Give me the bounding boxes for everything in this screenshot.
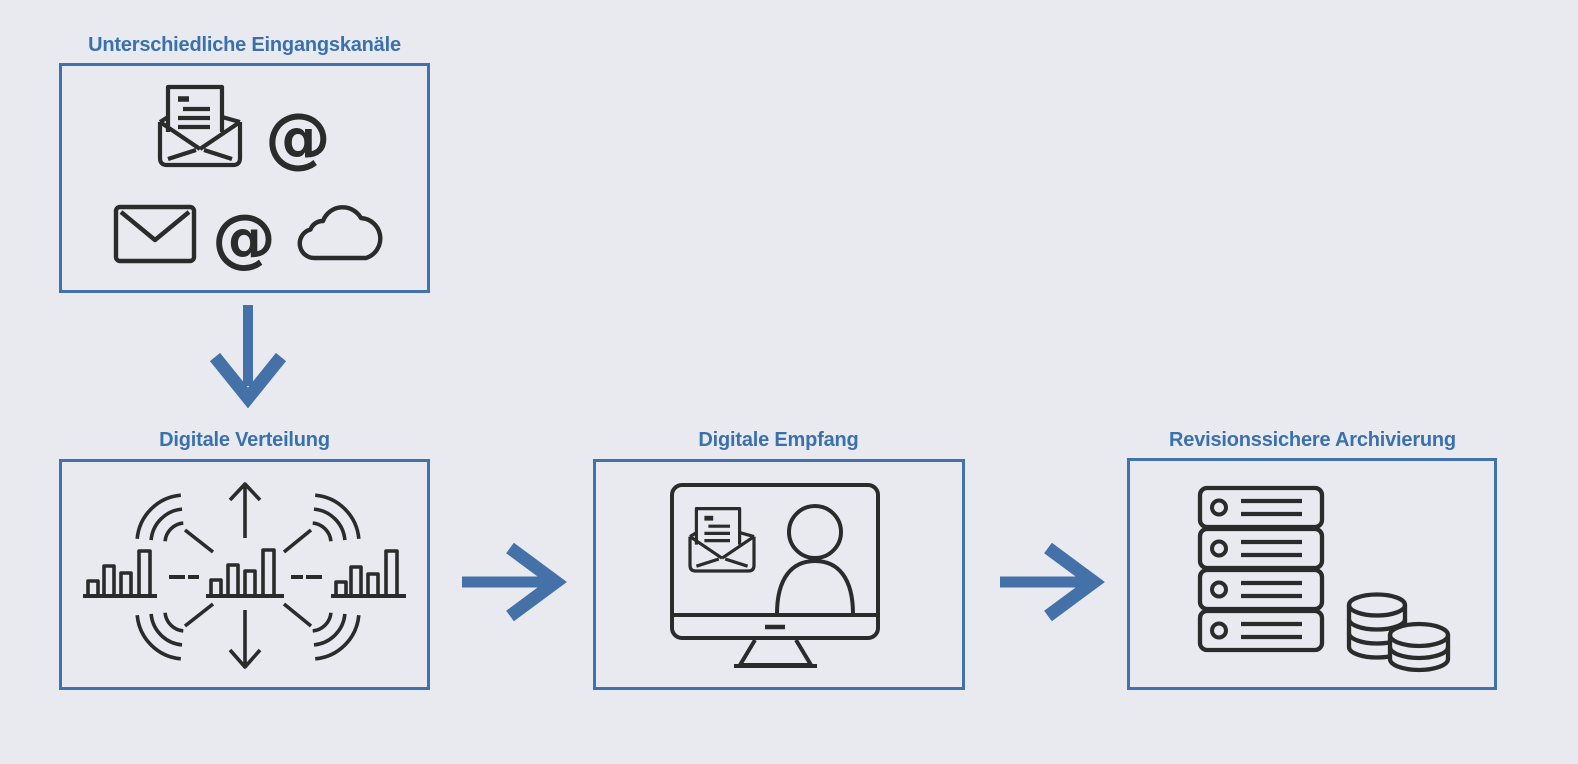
stage-title-archiving: Revisionssichere Archivierung [1169,429,1456,451]
stage-title-input-channels: Unterschiedliche Eingangskanäle [88,34,401,56]
user-icon [775,504,855,615]
stage-box-archiving [1127,458,1497,690]
coin-stacks-icon [1346,592,1451,673]
flow-arrow-right [462,542,567,622]
open-envelope-letter-icon [688,507,756,573]
broadcast-distribution-icon [83,482,406,669]
closed-envelope-icon [113,204,197,264]
signal-ripple-bottom-right [312,612,361,661]
open-envelope-letter-icon [157,84,243,168]
signal-ripple-bottom-left [135,612,184,661]
stage-box-input-channels: @ @ [59,63,430,293]
flow-arrow-right [1000,542,1105,622]
stage-box-distribution [59,459,430,690]
at-sign-icon: @ [265,99,331,176]
flow-arrow-down [209,305,287,409]
monitor-with-mail-and-user-icon [670,483,880,668]
server-stack-icon [1197,485,1325,653]
at-sign-icon: @ [212,202,276,276]
cloud-icon [297,205,383,261]
stage-title-distribution: Digitale Verteilung [159,429,330,451]
stage-title-reception: Digitale Empfang [698,429,859,451]
stage-box-reception [593,459,965,690]
signal-ripple-top-left [135,493,184,542]
signal-ripple-top-right [312,493,361,542]
